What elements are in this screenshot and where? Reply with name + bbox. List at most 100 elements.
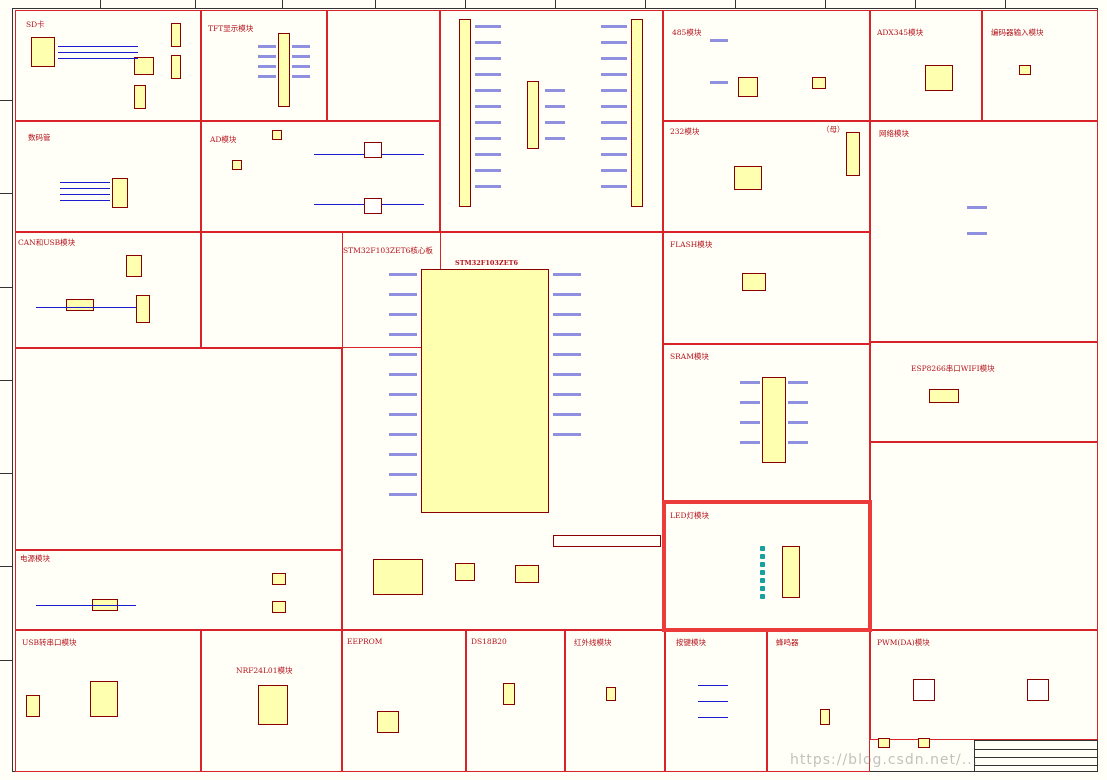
net-label	[545, 105, 565, 108]
module-title: 蜂鸣器	[776, 638, 799, 647]
net-label	[475, 105, 501, 108]
net-label	[389, 453, 417, 456]
module-title: FLASH模块	[670, 240, 713, 249]
sd-socket	[31, 37, 55, 67]
component	[232, 160, 242, 170]
net-label	[740, 441, 760, 444]
net-label	[601, 25, 627, 28]
buzzer	[820, 709, 830, 725]
wire	[60, 182, 110, 183]
wire	[58, 58, 138, 59]
decoupling-caps	[553, 535, 661, 547]
wire	[698, 701, 728, 702]
pin-header-right	[631, 19, 643, 207]
net-label	[475, 57, 501, 60]
reset-ic	[373, 559, 423, 595]
net-label	[389, 293, 417, 296]
module-usb-serial: USB转串口模块	[15, 630, 201, 772]
net-label	[788, 441, 808, 444]
net-label	[475, 153, 501, 156]
led-icon	[760, 570, 765, 575]
net-label	[475, 25, 501, 28]
net-label	[258, 65, 276, 68]
zone-tick	[0, 193, 12, 194]
net-label	[601, 121, 627, 124]
module-title: 485模块	[672, 28, 702, 37]
op-amp	[1027, 679, 1049, 701]
ch340	[90, 681, 118, 717]
net-label	[553, 273, 581, 276]
net-label	[601, 169, 627, 172]
module-eeprom: EEPROM	[342, 630, 466, 772]
module-pwm-da: PWM(DA)模块	[870, 630, 1098, 740]
wire	[698, 685, 728, 686]
module-title: 电源模块	[20, 554, 50, 563]
module-sd-card: SD卡	[15, 10, 201, 121]
highlight-box	[662, 500, 872, 632]
can-transceiver	[66, 299, 94, 311]
op-amp	[913, 679, 935, 701]
led-icon	[760, 546, 765, 551]
module-title: AD模块	[210, 135, 237, 144]
net-label	[389, 413, 417, 416]
eeprom-chip	[377, 711, 399, 733]
wire	[60, 188, 110, 189]
module-blank	[327, 10, 440, 121]
zone-tick	[375, 0, 376, 8]
watermark: https://blog.csdn.net/...	[790, 752, 979, 768]
net-label	[553, 433, 581, 436]
net-label	[601, 73, 627, 76]
net-label	[601, 41, 627, 44]
led-icon	[760, 554, 765, 559]
module-rs232: 232模块 （母）	[663, 121, 870, 232]
zone-tick	[735, 0, 736, 8]
wire	[36, 307, 136, 308]
module-tft: TFT显示模块	[201, 10, 327, 121]
zone-tick	[100, 0, 101, 8]
wire	[60, 200, 110, 201]
connector	[134, 57, 154, 75]
net-label	[389, 473, 417, 476]
title-block	[974, 740, 1098, 772]
connector	[272, 573, 286, 585]
net-label	[258, 75, 276, 78]
net-label	[475, 73, 501, 76]
net-label	[389, 333, 417, 336]
nrf-connector	[258, 685, 288, 725]
net-label	[601, 105, 627, 108]
net-label	[545, 121, 565, 124]
module-ad: AD模块	[201, 121, 440, 232]
header	[136, 295, 150, 323]
module-blank	[870, 442, 1098, 630]
connector	[878, 738, 890, 748]
zone-tick	[1005, 0, 1006, 8]
header	[171, 55, 181, 79]
zone-tick	[825, 0, 826, 8]
net-label	[292, 45, 310, 48]
zone-tick	[555, 0, 556, 8]
db9-connector	[846, 132, 860, 176]
led-icon	[760, 578, 765, 583]
net-label	[553, 393, 581, 396]
module-core-board: STM32F103ZET6核心板 STM32F103ZET6	[342, 232, 663, 630]
module-flash: FLASH模块	[663, 232, 870, 344]
module-title: 232模块	[670, 127, 700, 136]
module-note: （母）	[822, 125, 845, 134]
wire	[58, 46, 138, 47]
net-label	[740, 421, 760, 424]
net-label	[740, 401, 760, 404]
net-label	[475, 169, 501, 172]
net-label	[553, 333, 581, 336]
zone-tick	[0, 566, 12, 567]
module-title: SD卡	[26, 20, 45, 29]
led-icon	[760, 586, 765, 591]
module-title: SRAM模块	[670, 352, 709, 361]
net-label	[788, 421, 808, 424]
module-title: 红外线模块	[574, 638, 612, 647]
net-label	[475, 41, 501, 44]
module-buzzer: 蜂鸣器	[767, 630, 870, 772]
wire	[60, 194, 110, 195]
led-icon	[760, 594, 765, 599]
module-title: NRF24L01模块	[236, 666, 293, 675]
mcu-stm32f103zet6	[421, 269, 549, 513]
